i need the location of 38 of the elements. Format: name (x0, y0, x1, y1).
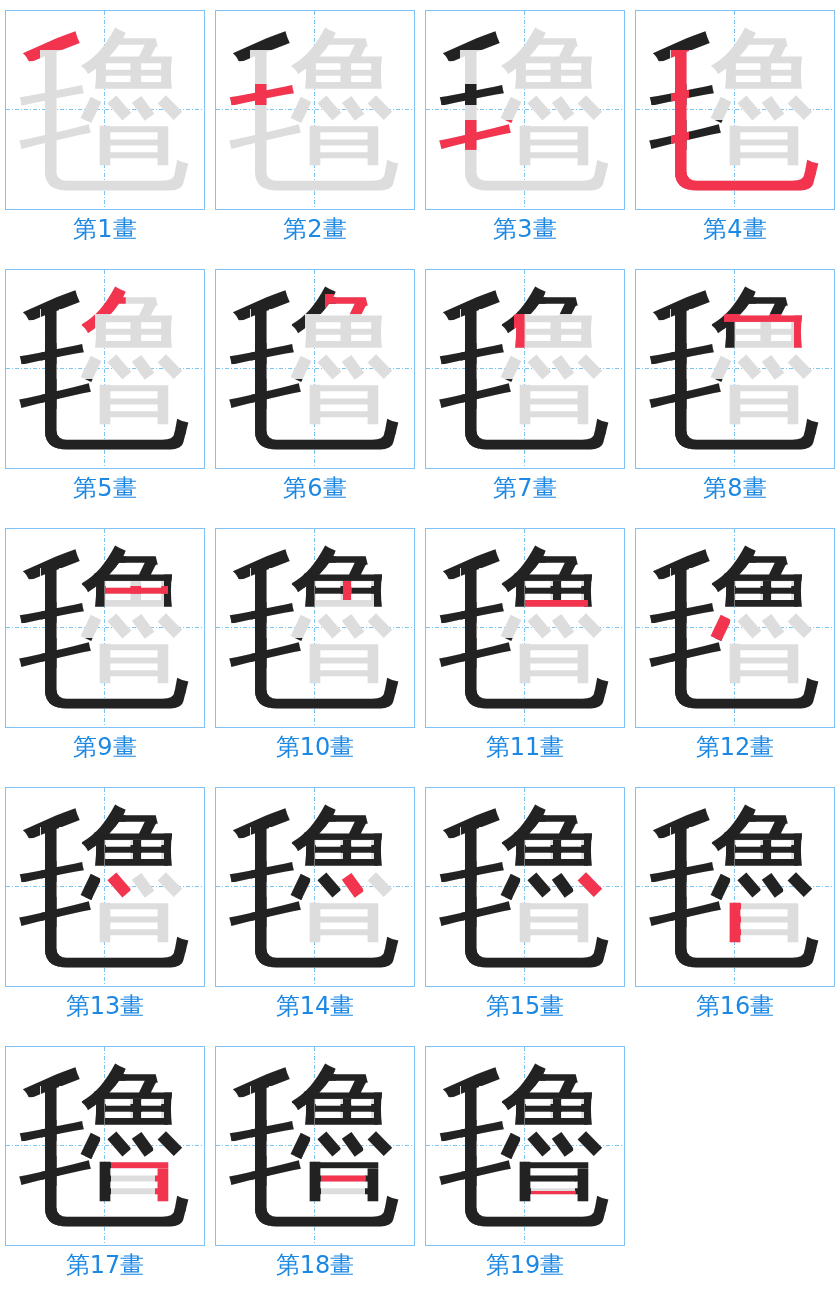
stroke-order-panel (215, 787, 415, 987)
stroke-caption: 第7畫 (493, 474, 557, 503)
stroke-order-panel (5, 787, 205, 987)
stroke-caption: 第5畫 (73, 474, 137, 503)
stroke-caption: 第4畫 (703, 215, 767, 244)
stroke-caption: 第18畫 (275, 1251, 355, 1280)
stroke-order-panel (215, 1046, 415, 1246)
stroke-order-panel (5, 1046, 205, 1246)
stroke-caption: 第17畫 (65, 1251, 145, 1280)
stroke-order-panel (635, 10, 835, 210)
stroke-order-panel (215, 10, 415, 210)
stroke-order-panel (635, 528, 835, 728)
stroke-caption: 第2畫 (283, 215, 347, 244)
stroke-order-panel (425, 269, 625, 469)
stroke-order-panel (635, 269, 835, 469)
stroke-caption: 第12畫 (695, 733, 775, 762)
stroke-caption: 第10畫 (275, 733, 355, 762)
stroke-caption: 第6畫 (283, 474, 347, 503)
stroke-caption: 第9畫 (73, 733, 137, 762)
stroke-order-panel (215, 269, 415, 469)
stroke-caption: 第3畫 (493, 215, 557, 244)
stroke-caption: 第1畫 (73, 215, 137, 244)
stroke-caption: 第16畫 (695, 992, 775, 1021)
stroke-order-panel (425, 10, 625, 210)
stroke-order-panel (425, 1046, 625, 1246)
stroke-order-panel (425, 787, 625, 987)
stroke-caption: 第11畫 (485, 733, 565, 762)
stroke-caption: 第15畫 (485, 992, 565, 1021)
stroke-caption: 第14畫 (275, 992, 355, 1021)
stroke-order-panel (5, 269, 205, 469)
stroke-caption: 第8畫 (703, 474, 767, 503)
stroke-order-panel (5, 528, 205, 728)
stroke-order-panel (215, 528, 415, 728)
stroke-caption: 第19畫 (485, 1251, 565, 1280)
stroke-caption: 第13畫 (65, 992, 145, 1021)
stroke-order-panel (5, 10, 205, 210)
stroke-order-panel (635, 787, 835, 987)
stroke-order-panel (425, 528, 625, 728)
